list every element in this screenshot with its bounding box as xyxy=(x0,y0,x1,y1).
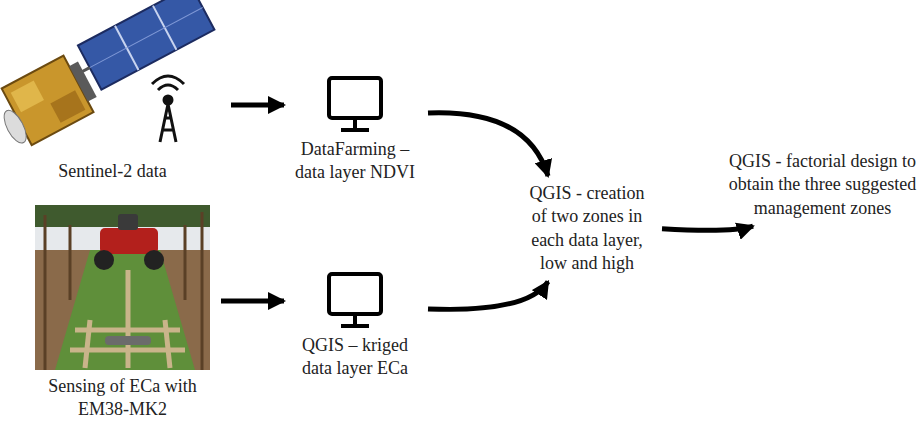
atv xyxy=(94,214,164,270)
radio-waves xyxy=(152,76,184,90)
atv-rider xyxy=(118,214,138,230)
panel-grid xyxy=(90,7,203,67)
photo-grass xyxy=(55,250,195,370)
satellite-body xyxy=(0,51,102,152)
step-node: QGIS - creation of two zones in each dat… xyxy=(520,182,654,276)
sled-frame xyxy=(70,270,185,368)
step-node: Sentinel-2 data xyxy=(0,0,225,183)
monitor-screen xyxy=(329,274,381,314)
vine-posts xyxy=(45,212,202,370)
step-node: Sensing of ECa with EM38-MK2 xyxy=(30,205,215,422)
tower xyxy=(160,104,176,142)
body-foil xyxy=(50,90,85,123)
node-text: Sentinel-2 data xyxy=(0,160,225,183)
monitor-icon xyxy=(329,78,381,130)
flow-arrow xyxy=(662,226,753,230)
step-node: QGIS – kriged data layer ECa xyxy=(290,268,420,381)
atv-body xyxy=(100,228,158,254)
antenna-tower-icon xyxy=(152,76,184,142)
flow-arrow xyxy=(221,299,284,304)
flow-arrow xyxy=(428,282,548,310)
solar-panel xyxy=(67,0,214,95)
node-text: DataFarming – data layer NDVI xyxy=(290,138,420,185)
monitor-screen xyxy=(329,78,381,118)
monitor-stand xyxy=(341,118,369,130)
em38-sensor xyxy=(105,336,151,345)
node-text: QGIS – kriged data layer ECa xyxy=(290,334,420,381)
flow-arrow xyxy=(231,103,284,108)
monitor-icon xyxy=(329,274,381,326)
step-node: QGIS - factorial design to obtain the th… xyxy=(725,150,920,220)
photo-sky xyxy=(35,205,210,370)
atv-wheel xyxy=(144,250,164,270)
monitor-stand xyxy=(341,314,369,326)
node-text: QGIS - creation of two zones in each dat… xyxy=(520,182,654,276)
node-text: Sensing of ECa with EM38-MK2 xyxy=(30,375,215,422)
field-photo xyxy=(35,205,210,370)
node-text: QGIS - factorial design to obtain the th… xyxy=(725,150,920,220)
body-foil xyxy=(11,81,44,113)
atv-wheel xyxy=(94,250,114,270)
satellite-illustration xyxy=(0,0,214,152)
body-side xyxy=(69,62,97,102)
dish xyxy=(0,107,31,146)
panel-body xyxy=(78,0,214,90)
tower-top xyxy=(164,96,172,104)
flow-arrow xyxy=(428,113,548,176)
step-node: DataFarming – data layer NDVI xyxy=(290,72,420,185)
